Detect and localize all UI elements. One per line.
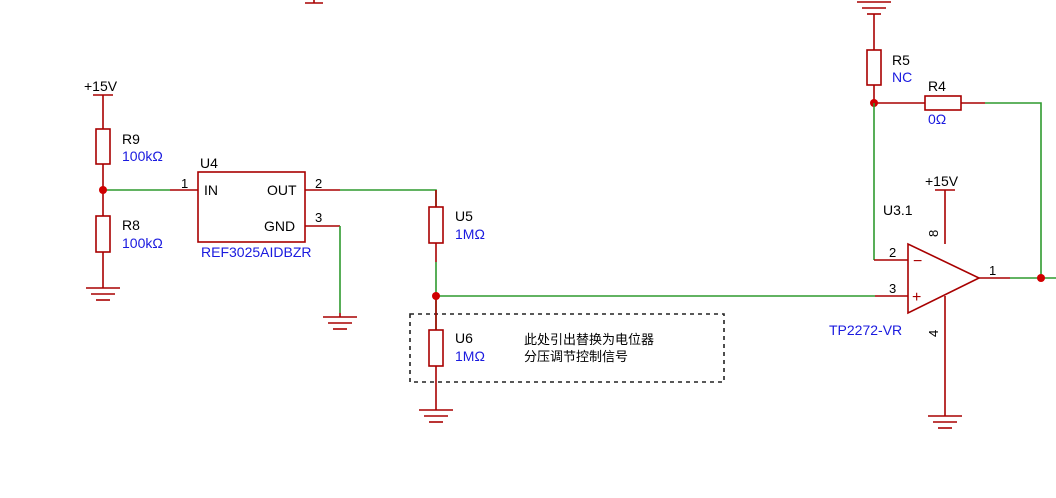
junction-divider <box>99 186 107 194</box>
u3-minus-sign: − <box>913 253 922 270</box>
r5-value: NC <box>892 69 912 85</box>
note-dashed-box <box>409 313 725 383</box>
u3-pin3-number: 3 <box>889 281 896 296</box>
junction-divider-node <box>432 292 440 300</box>
r4-resistor: R4 0Ω <box>874 78 985 127</box>
u6-designator: U6 <box>455 330 473 346</box>
u5-designator: U5 <box>455 208 473 224</box>
r8-value: 100kΩ <box>122 235 163 251</box>
u4-ground-symbol <box>323 313 357 330</box>
left-rail-label: +15V <box>84 78 118 94</box>
u3-pin8-number: 8 <box>926 230 941 237</box>
u3-designator: U3.1 <box>883 202 913 218</box>
u4-reference-ic: U4 REF3025AIDBZR IN OUT GND 1 2 3 <box>170 155 340 260</box>
opamp-ground-symbol <box>928 415 962 429</box>
u3-opamp: − + U3.1 TP2272-VR 2 3 1 4 <box>829 202 1010 416</box>
opamp-rail-label: +15V <box>925 173 959 189</box>
junction-output-node <box>1037 274 1045 282</box>
r8-designator: R8 <box>122 217 140 233</box>
u3-pin4-number: 4 <box>926 330 941 337</box>
r5-designator: R5 <box>892 52 910 68</box>
u6-ground-symbol <box>419 409 453 423</box>
u3-pin2-number: 2 <box>889 245 896 260</box>
u4-part: REF3025AIDBZR <box>201 244 311 260</box>
u3-plus-sign: + <box>912 289 921 306</box>
u4-pin3-number: 3 <box>315 210 322 225</box>
wire-r4-feedback <box>985 102 1042 277</box>
r9-resistor: R9 100kΩ <box>95 128 163 190</box>
left-ground-symbol <box>86 287 120 301</box>
opamp-power-symbol: +15V 8 <box>925 173 959 244</box>
left-power-symbol: +15V <box>84 78 118 129</box>
u4-pin-gnd-label: GND <box>264 218 295 234</box>
top-right-ground-symbol <box>857 1 891 50</box>
u4-pin-in-label: IN <box>204 182 218 198</box>
r8-resistor: R8 100kΩ <box>95 190 163 288</box>
r9-value: 100kΩ <box>122 148 163 164</box>
r4-designator: R4 <box>928 78 946 94</box>
u4-pin2-number: 2 <box>315 176 322 191</box>
u3-part: TP2272-VR <box>829 322 902 338</box>
wire-u4-out-to-u5 <box>340 189 437 207</box>
u6-value: 1MΩ <box>455 348 485 364</box>
u3-pin1-number: 1 <box>989 263 996 278</box>
u5-resistor: U5 1MΩ <box>428 190 485 262</box>
u5-value: 1MΩ <box>455 226 485 242</box>
u4-pin1-number: 1 <box>181 176 188 191</box>
top-ground-fragment <box>305 0 323 4</box>
note-line-1: 此处引出替换为电位器 <box>524 333 654 348</box>
u4-pin-out-label: OUT <box>267 182 297 198</box>
r5-resistor: R5 NC <box>866 49 912 103</box>
u6-resistor: U6 1MΩ <box>428 296 485 410</box>
r4-value: 0Ω <box>928 111 946 127</box>
r9-designator: R9 <box>122 131 140 147</box>
u4-designator: U4 <box>200 155 218 171</box>
note-line-2: 分压调节控制信号 <box>524 350 628 365</box>
